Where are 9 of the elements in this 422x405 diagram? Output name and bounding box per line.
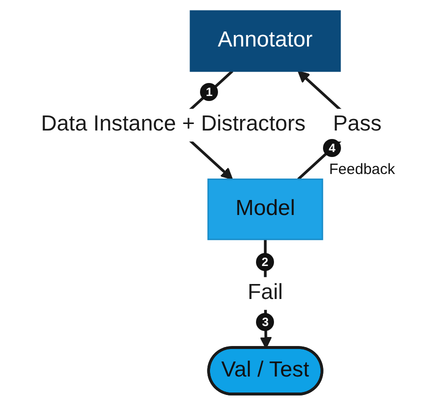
edge-label: Fail [247, 281, 283, 304]
edge-label: Data Instance + Distractors [40, 112, 306, 136]
node-box: Model [207, 178, 323, 240]
callout-number: 1 [200, 83, 218, 102]
callout-number: 3 [256, 313, 274, 332]
edge-label: Pass [332, 112, 382, 136]
node-box: Annotator [189, 10, 340, 72]
callout-number: 2 [256, 253, 274, 272]
callout-number: 4 [323, 138, 342, 157]
